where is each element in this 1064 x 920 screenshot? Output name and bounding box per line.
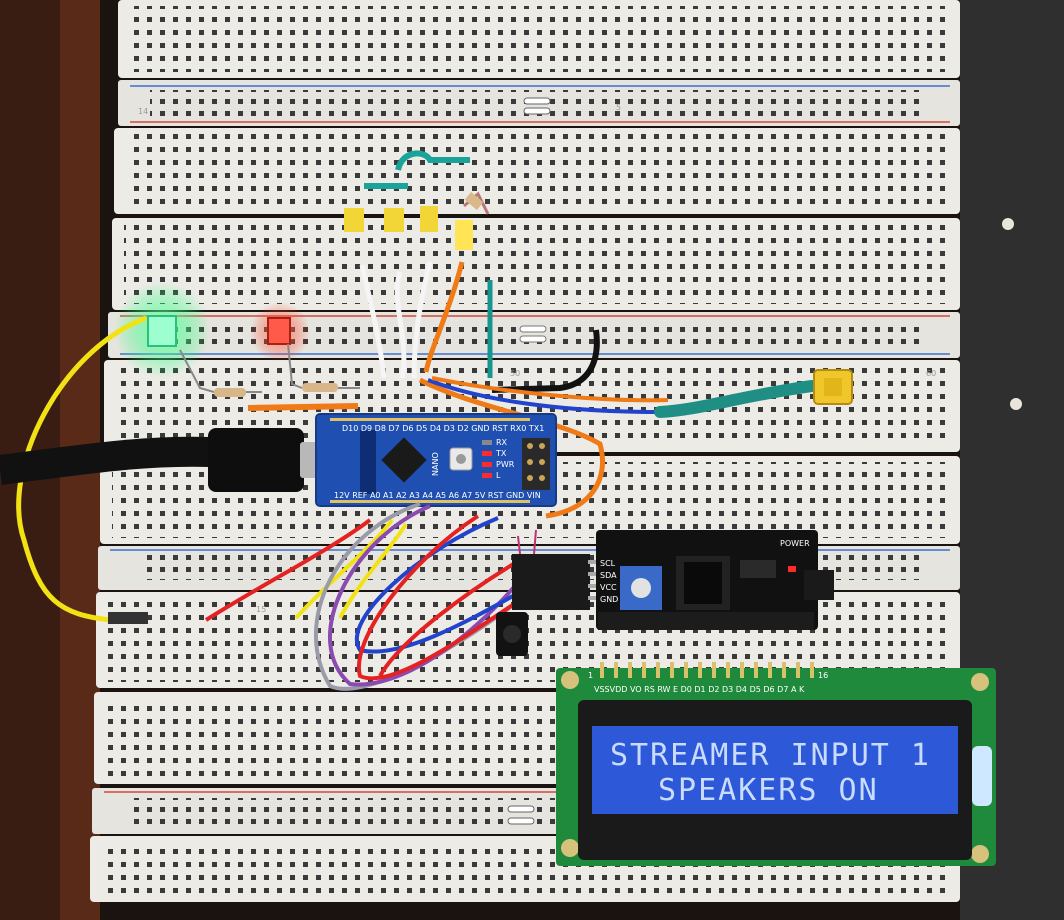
wire-orange [423,261,465,373]
lcd-pin-last: 16 [818,671,828,680]
row-mark: 15 [256,605,266,614]
nano-model-label: NANO [431,452,440,476]
wire-yellow [294,518,394,620]
i2c-pin-scl: SCL [600,559,616,568]
lcd-line-2: SPEAKERS ON [658,773,879,808]
wire-orange [247,403,359,411]
lcd-pin-labels: VSSVDD VO RS RW E D0 D1 D2 D3 D4 D5 D6 D… [594,685,805,694]
lcd-pin-first: 1 [588,671,593,680]
red-led [267,317,291,345]
wire-blue [427,378,661,414]
i2c-pin-sda: SDA [600,571,617,580]
lcd-module: 1 16 VSSVDD VO RS RW E D0 D1 D2 D3 D4 D5… [556,662,996,866]
row-mark: 14 [138,107,148,116]
wire-yellow [16,315,147,623]
green-led [147,315,177,347]
i2c-pin-gnd: GND [600,595,618,604]
i2c-pin-vcc: VCC [600,583,617,592]
wire-red [356,514,522,681]
jumper-teal [395,150,470,171]
i2c-backpack: SCL SDA VCC GND POWER [596,530,834,630]
resistor [302,383,338,392]
led-label-pwr: PWR [496,460,515,469]
dupont-header [512,554,590,610]
lcd-line-1: STREAMER INPUT 1 [610,738,931,773]
wire-orange [431,376,669,403]
lcd-screen [592,726,958,814]
wire-white [394,271,407,379]
i2c-power-label: POWER [780,539,810,548]
yellow-led-row [344,191,490,250]
row-mark: 50 [510,369,520,378]
wire-yellow [338,522,408,619]
row-mark: 60 [926,369,936,378]
wire-orange [418,377,606,519]
nano-top-pin-labels: D10 D9 D8 D7 D6 D5 D4 D3 D2 GND RST RX0 … [342,424,544,433]
wire-red [204,518,372,622]
nano-status-leds: RX TX PWR L [482,438,515,480]
wire-black [491,329,600,393]
led-label-l: L [496,471,501,480]
usb-cable [0,436,211,485]
wire-red [378,558,522,677]
led-label-tx: TX [495,449,507,458]
resistor [214,388,246,397]
arduino-nano: D10 D9 D8 D7 D6 D5 D4 D3 D2 GND RST RX0 … [315,413,557,507]
led-label-rx: RX [496,438,508,447]
row-mark: 5 [616,103,621,112]
jumper-white [523,107,551,115]
wire-white [359,264,387,379]
usb-plug [208,428,304,492]
heatshrink-teal [654,380,818,418]
nano-bottom-pin-labels: 12V REF A0 A1 A2 A3 A4 A5 A6 A7 5V RST G… [334,491,541,500]
wire-white [411,261,433,379]
jumper-white [523,97,551,105]
